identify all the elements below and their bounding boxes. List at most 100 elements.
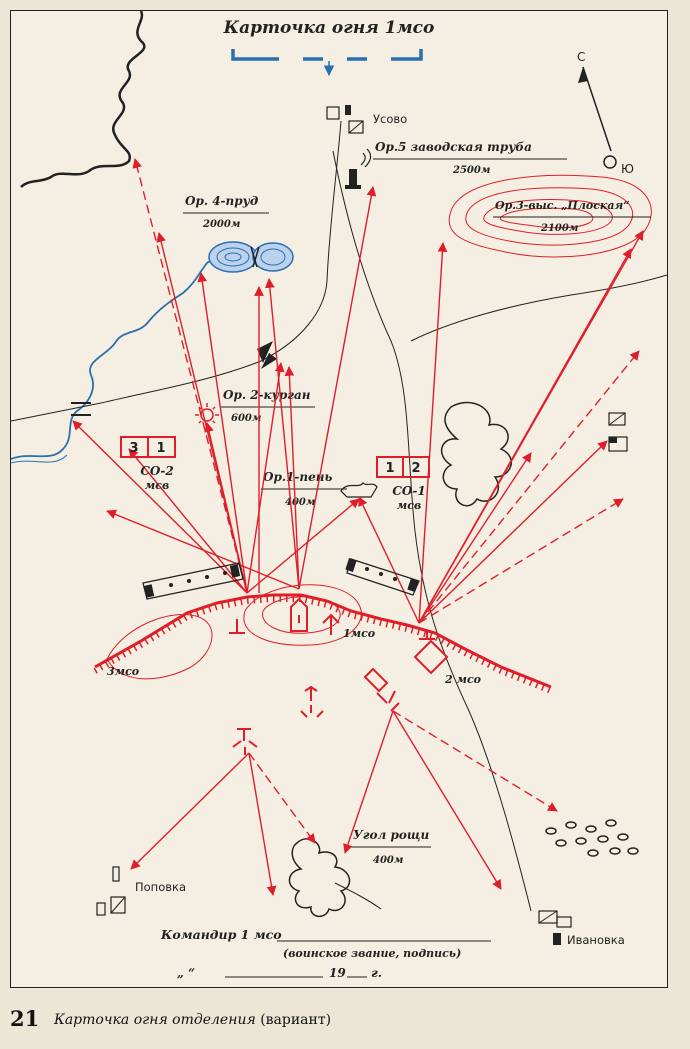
figure-number: 21	[10, 1006, 40, 1031]
fire-line	[246, 498, 360, 594]
south-label: Ю	[621, 162, 634, 176]
svg-text:мсв: мсв	[397, 499, 421, 512]
fire-line	[284, 366, 300, 590]
grove-edge	[334, 882, 382, 910]
svg-text:Угол рощи: Угол рощи	[353, 828, 429, 842]
fire-line-dashed	[132, 158, 248, 594]
squad1-symbols	[229, 597, 340, 635]
figure-caption: 21 Карточка огня отделения (вариант)	[10, 1006, 670, 1036]
landmark-or1: Ор.1-пень 400м	[261, 470, 347, 508]
river	[11, 254, 226, 460]
river-bank	[11, 454, 68, 464]
road-south	[332, 150, 532, 912]
svg-text:Ор.3-выс. „Плоская“: Ор.3-выс. „Плоская“	[495, 199, 630, 212]
fire-line	[264, 278, 300, 590]
landmark-or4: Ор. 4-пруд 2000м	[183, 194, 269, 230]
unit-so2: 3 1 СО-2 мсв	[120, 436, 176, 492]
commander-label: Командир 1 мсо	[160, 927, 282, 942]
fire-line	[418, 440, 608, 624]
kurgan-icon	[257, 341, 277, 369]
svg-text:2000м: 2000м	[202, 219, 240, 230]
landmark-grove: Угол рощи 400м	[349, 828, 431, 866]
fire-lines	[72, 186, 644, 896]
fire-line	[106, 509, 300, 590]
fire-line	[343, 710, 394, 854]
village-ivanovka-label: Ивановка	[567, 933, 625, 947]
svg-text:Ор.5 заводская труба: Ор.5 заводская труба	[375, 140, 532, 154]
fire-line	[156, 232, 248, 594]
village-usovo-label: Усово	[373, 112, 407, 126]
north-arrow-head	[578, 67, 588, 83]
fire-lines-dashed	[132, 158, 640, 844]
obstacle-east	[345, 558, 420, 596]
grove-south	[288, 838, 351, 918]
rear-symbols	[232, 667, 400, 755]
squad2-symbols	[413, 631, 449, 675]
obstacle-west	[142, 562, 244, 600]
landmark-or3: Ор.3-выс. „Плоская“ 2100м	[493, 199, 651, 234]
svg-text:мсв: мсв	[145, 479, 169, 492]
unit-so1: 1 2 СО-1 мсв	[376, 456, 430, 512]
svg-text:2500м: 2500м	[452, 165, 490, 176]
village-east	[608, 412, 628, 452]
hill-flat	[448, 174, 652, 258]
squad2-label: 2 мсо	[444, 673, 481, 686]
map-drawing: Карточка огня 1мсо С Ю	[11, 11, 667, 980]
village-ivanovka: Ивановка	[538, 910, 625, 947]
svg-text:600м: 600м	[231, 413, 261, 424]
village-usovo: Усово	[326, 105, 407, 134]
svg-text:2: 2	[411, 461, 420, 476]
year-suffix: г.	[371, 966, 382, 980]
fire-line-dashed	[418, 350, 640, 624]
svg-text:СО-2: СО-2	[140, 464, 173, 478]
fire-line	[392, 710, 502, 890]
svg-text:400м: 400м	[285, 497, 315, 508]
year-prefix: 19	[329, 966, 346, 980]
north-label: С	[577, 50, 585, 64]
svg-text:СО-1: СО-1	[392, 484, 425, 498]
map-title: Карточка огня 1мсо	[223, 18, 435, 38]
caption-main: Карточка огня отделения	[54, 1012, 256, 1028]
fire-line-dashed	[248, 752, 316, 844]
fire-line	[358, 496, 420, 624]
fire-line	[248, 752, 277, 896]
trench-ticks	[93, 596, 553, 694]
svg-text:1: 1	[156, 441, 165, 456]
bridge	[71, 402, 91, 416]
fire-line	[246, 362, 285, 594]
south-circle	[603, 155, 617, 169]
village-popovka: Поповка	[96, 866, 186, 916]
village-popovka-label: Поповка	[135, 880, 186, 894]
boundary-line-north	[20, 11, 146, 188]
caption-variant: (вариант)	[260, 1012, 332, 1028]
figure-caption-text: Карточка огня отделения (вариант)	[54, 1012, 331, 1028]
fire-line	[418, 230, 644, 624]
road-east	[410, 274, 667, 342]
signature-note: (воинское звание, подпись)	[283, 947, 461, 960]
forest-east	[440, 401, 512, 507]
svg-text:Ор. 2-курган: Ор. 2-курган	[223, 388, 311, 402]
fire-card-map: Карточка огня 1мсо С Ю	[10, 10, 668, 988]
fire-line	[418, 242, 448, 624]
road-west	[11, 120, 342, 422]
svg-text:3: 3	[129, 441, 138, 456]
fire-line-dashed	[392, 710, 558, 812]
svg-text:400м: 400м	[373, 855, 403, 866]
fire-line	[72, 420, 248, 594]
fire-line	[298, 186, 377, 590]
date-quotes: „ “	[177, 966, 195, 980]
svg-text:Ор. 4-пруд: Ор. 4-пруд	[185, 194, 258, 208]
landmark-or2: Ор. 2-курган 600м	[221, 388, 315, 424]
trench-line	[94, 593, 552, 689]
squad1-label: 1мсо	[343, 627, 375, 640]
fire-line	[130, 752, 250, 870]
pond	[208, 241, 294, 273]
signature-block: Командир 1 мсо (воинское звание, подпись…	[160, 927, 491, 980]
stump-icon	[340, 482, 378, 498]
explosion-icon	[195, 403, 219, 427]
svg-text:1: 1	[385, 461, 394, 476]
squad3-label: 3мсо	[107, 665, 139, 678]
svg-text:Ор.1-пень: Ор.1-пень	[263, 470, 332, 484]
fire-line	[197, 272, 248, 594]
fire-line	[418, 452, 532, 624]
